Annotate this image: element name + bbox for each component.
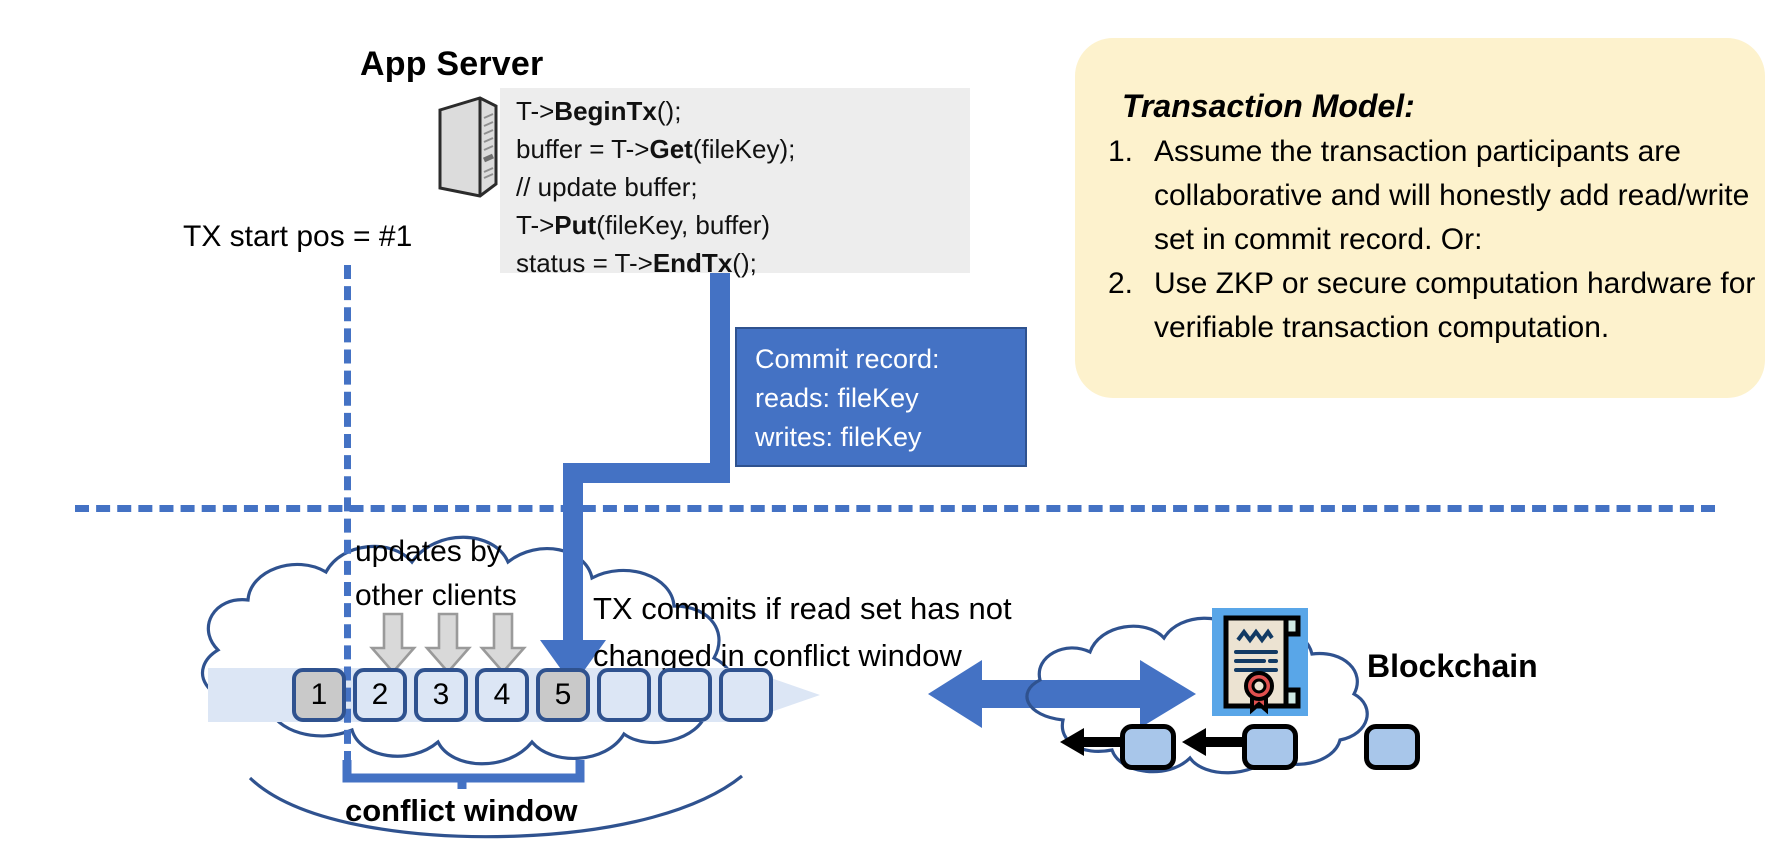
- transaction-model-callout: [1075, 38, 1765, 398]
- tx-start-pos-label: TX start pos = #1: [183, 220, 413, 253]
- list-item-text: Use ZKP or secure computation hardware f…: [1154, 267, 1756, 344]
- commit-record-reads: reads: fileKey: [755, 383, 919, 413]
- updates-label-line1: updates by: [355, 535, 502, 568]
- cloud-bottom-curve: [248, 774, 744, 839]
- transaction-model-title: Transaction Model:: [1122, 88, 1415, 124]
- code-line: T->BeginTx();: [516, 96, 682, 126]
- list-item: 2. Use ZKP or secure computation hardwar…: [1108, 262, 1768, 350]
- conflict-window-brace: [342, 760, 585, 789]
- commit-record-connector: [710, 273, 730, 469]
- commit-record-box: Commit record: reads: fileKey writes: fi…: [735, 327, 1027, 467]
- code-line: buffer = T->Get(fileKey);: [516, 134, 796, 164]
- tx-commits-line2: changed in conflict window: [593, 638, 962, 673]
- ledger-cell[interactable]: [719, 668, 773, 722]
- code-block-background: [500, 88, 970, 273]
- blockchain-block[interactable]: [1242, 724, 1298, 770]
- list-item-number: 2.: [1108, 267, 1134, 300]
- sync-double-arrow: [928, 660, 1196, 728]
- ledger-cell[interactable]: 5: [536, 668, 590, 722]
- ledger-cells: 1 2 3 4 5: [292, 668, 773, 722]
- blockchain-block[interactable]: [1364, 724, 1420, 770]
- ledger-cell[interactable]: 3: [414, 668, 468, 722]
- list-item: 1. Assume the transaction participants a…: [1108, 130, 1768, 262]
- blockchain-block-body: [1120, 724, 1176, 770]
- code-line: T->Put(fileKey, buffer): [516, 210, 771, 240]
- ledger-cell[interactable]: 2: [353, 668, 407, 722]
- ledger-cell[interactable]: 4: [475, 668, 529, 722]
- code-line: status = T->EndTx();: [516, 248, 757, 278]
- list-item-text: Assume the transaction participants are …: [1154, 135, 1750, 256]
- page-title: App Server: [360, 45, 544, 83]
- blockchain-block-body: [1242, 724, 1298, 770]
- blockchain-cloud: [1025, 616, 1369, 775]
- conflict-window-label: conflict window: [345, 793, 578, 828]
- code-block: T->BeginTx(); buffer = T->Get(fileKey); …: [516, 92, 976, 282]
- blockchain-label: Blockchain: [1367, 648, 1538, 684]
- commit-record-title: Commit record:: [755, 344, 940, 374]
- updates-label-line2: other clients: [355, 579, 517, 612]
- commit-record-writes: writes: fileKey: [755, 422, 922, 452]
- certificate-icon: [1212, 608, 1308, 716]
- updates-by-other-clients-label: updates by other clients: [355, 530, 517, 618]
- update-arrows: [369, 612, 527, 674]
- ledger-cell[interactable]: 1: [292, 668, 346, 722]
- transaction-model-list: 1. Assume the transaction participants a…: [1108, 130, 1768, 350]
- server-icon: [432, 92, 504, 202]
- tx-commits-line1: TX commits if read set has not: [593, 591, 1012, 626]
- blockchain-link-arrows: [1060, 728, 1246, 756]
- ledger-cell[interactable]: [597, 668, 651, 722]
- code-line: // update buffer;: [516, 172, 698, 202]
- tx-commits-note: TX commits if read set has not changed i…: [593, 585, 1012, 679]
- list-item-number: 1.: [1108, 135, 1134, 168]
- ledger-cell[interactable]: [658, 668, 712, 722]
- tx-start-dashed-line: [344, 265, 351, 765]
- layer-divider-dashed-line: [75, 505, 1715, 512]
- blockchain-block-body: [1364, 724, 1420, 770]
- ledger-cloud: [200, 535, 735, 766]
- blockchain-block[interactable]: [1120, 724, 1176, 770]
